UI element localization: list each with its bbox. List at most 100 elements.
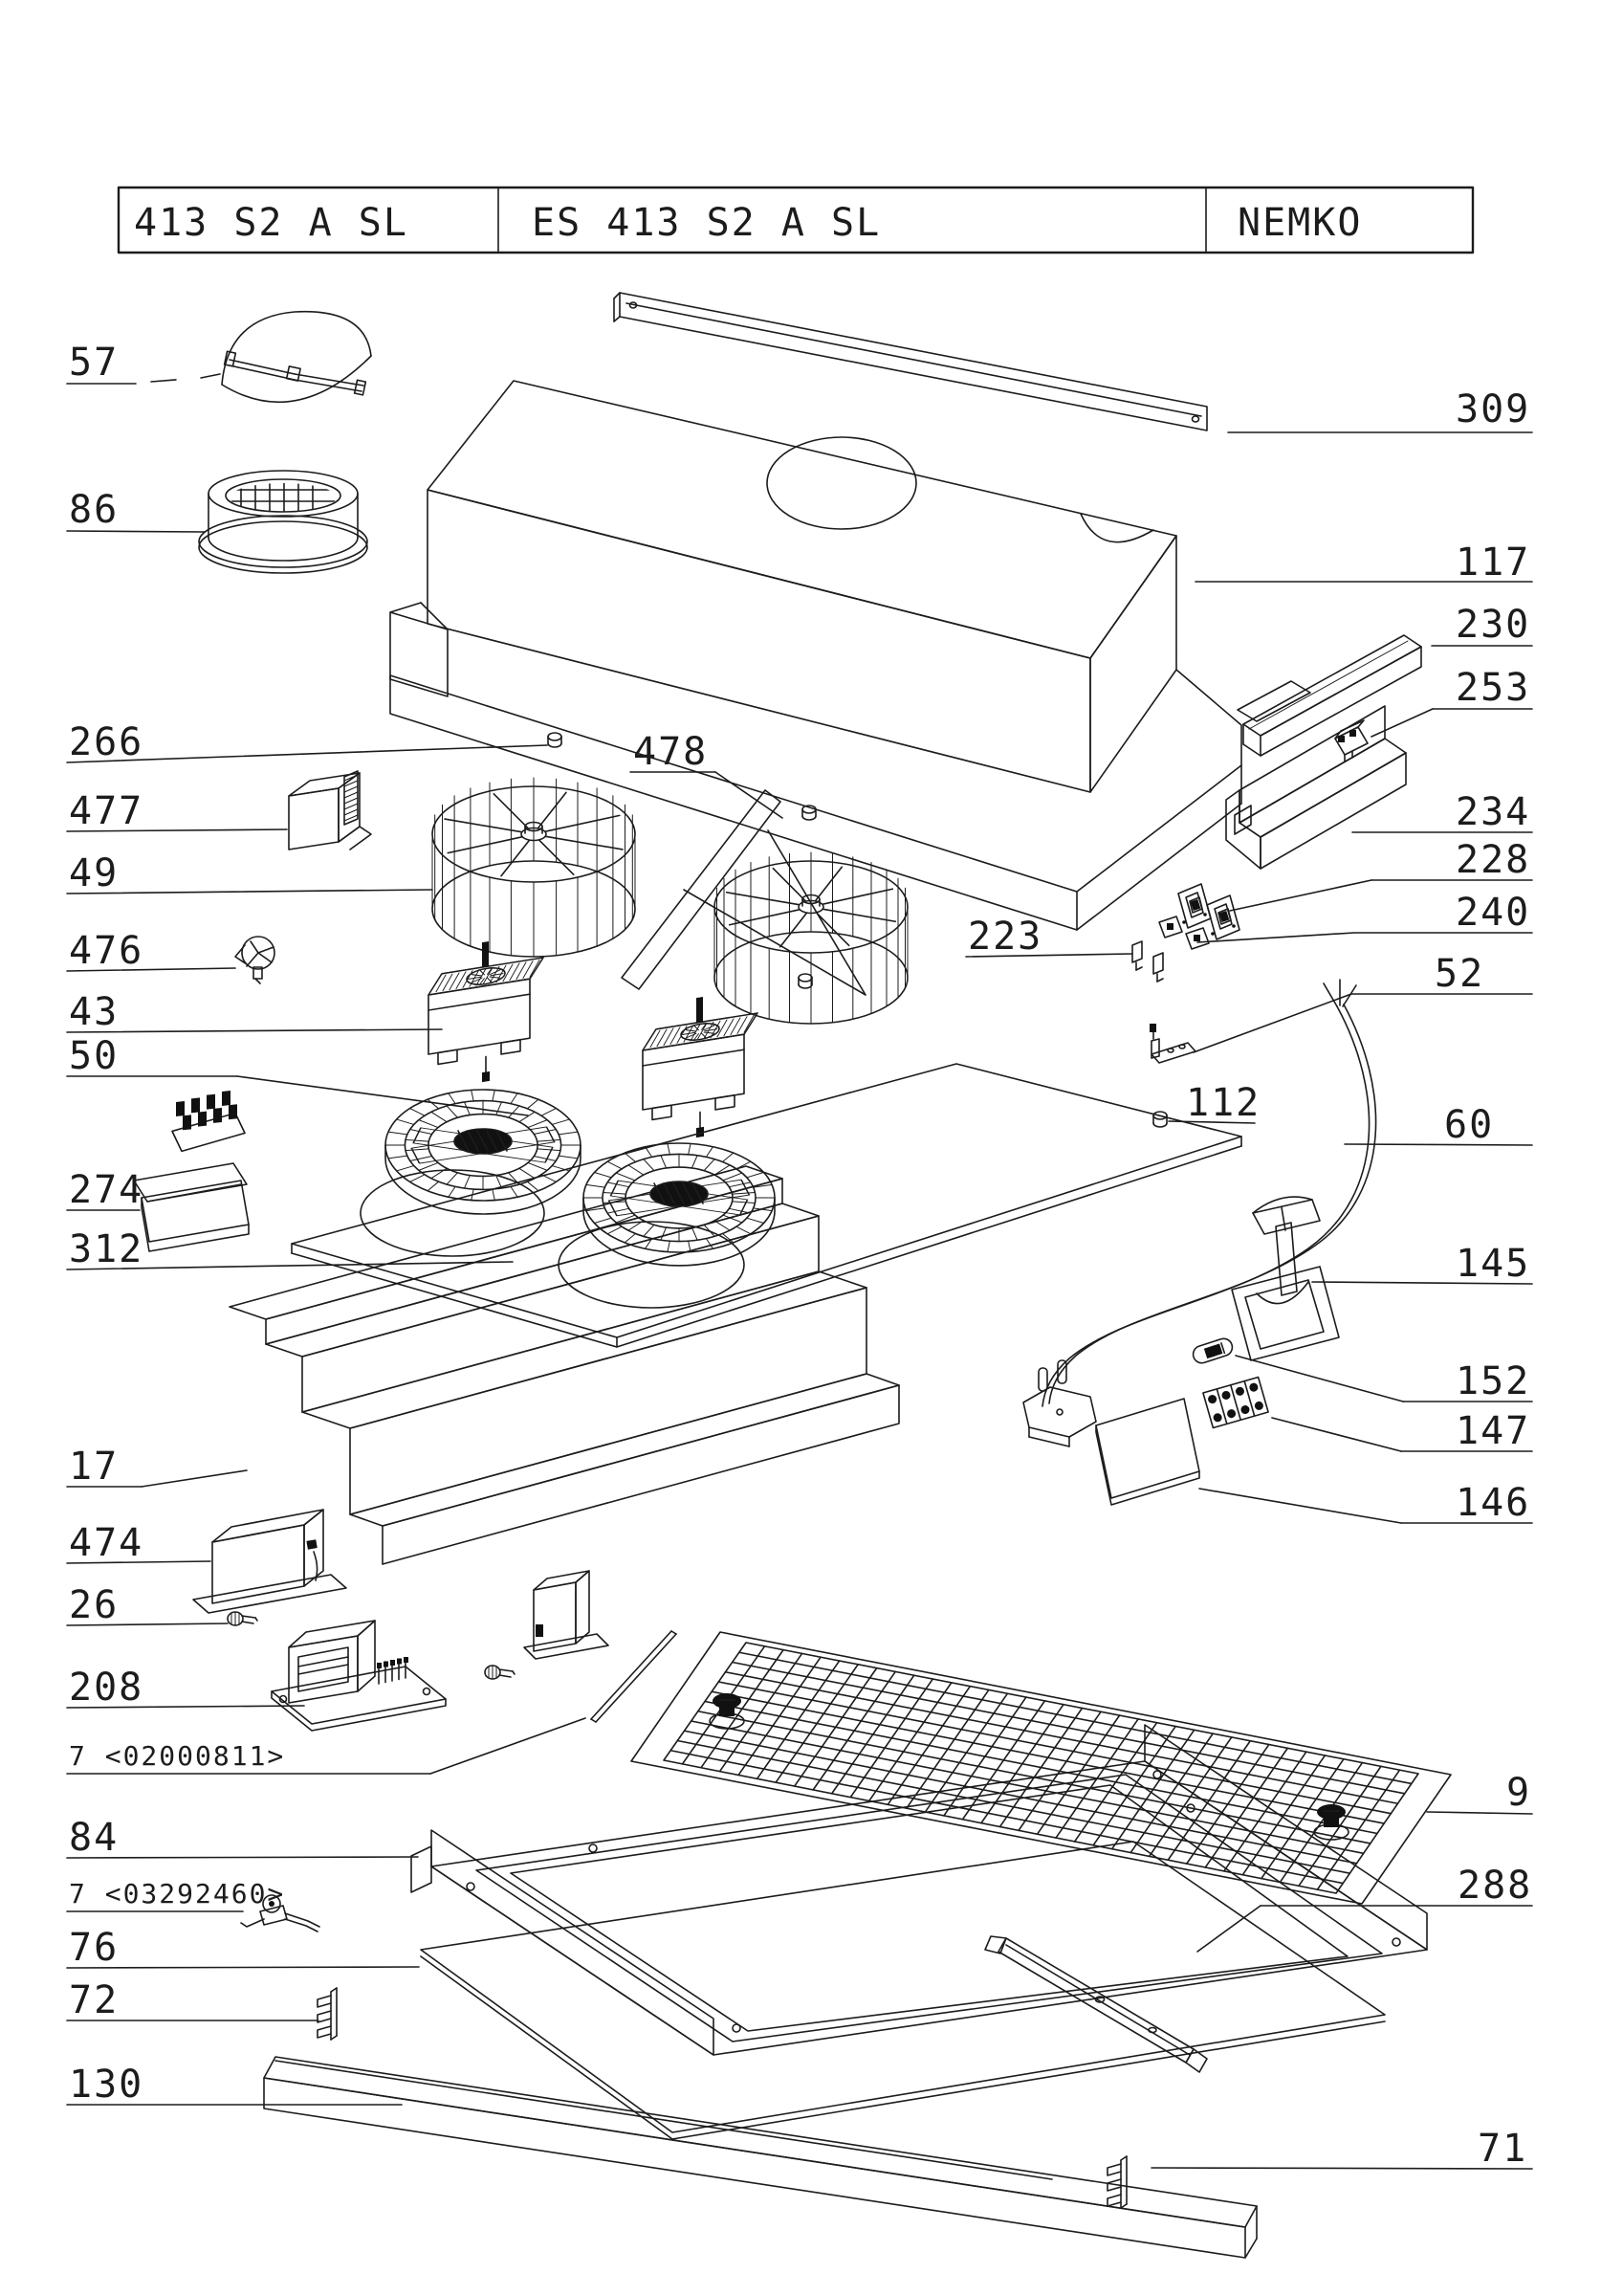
callout-label: 234 bbox=[1456, 790, 1530, 834]
leader-line bbox=[66, 967, 236, 972]
callout-477: 477 bbox=[66, 789, 288, 833]
callout-146: 146 bbox=[1198, 1481, 1533, 1525]
callout-223: 223 bbox=[965, 915, 1133, 959]
part-lamp-housings bbox=[192, 1509, 609, 1660]
part-terminal-block bbox=[1202, 1376, 1269, 1429]
leader-line bbox=[66, 1966, 420, 1969]
leader-line bbox=[1196, 932, 1355, 943]
part-blower-wheels bbox=[431, 777, 909, 1025]
leader-line bbox=[1198, 1488, 1402, 1524]
leader-line bbox=[141, 1469, 248, 1488]
callout-478: 478 bbox=[629, 730, 783, 819]
callout-label: 274 bbox=[69, 1168, 143, 1212]
callout-label: 17 bbox=[69, 1445, 119, 1489]
callout-label: 52 bbox=[1435, 952, 1484, 996]
callout-label: 49 bbox=[69, 851, 119, 895]
callout-476: 476 bbox=[66, 929, 236, 973]
callout-label: 477 bbox=[69, 789, 143, 833]
callout-label: 223 bbox=[968, 915, 1042, 959]
part-cable-clip-pair bbox=[1131, 940, 1164, 982]
callout-60: 60 bbox=[1344, 1103, 1533, 1147]
callout-label: 7 <02000811> bbox=[69, 1740, 285, 1772]
callout-112: 112 bbox=[1168, 1081, 1259, 1125]
leader-line bbox=[1371, 708, 1434, 738]
part-latch bbox=[240, 1894, 320, 1932]
callout-145: 145 bbox=[1311, 1242, 1533, 1286]
callout-label: 86 bbox=[69, 488, 119, 532]
part-support-channel bbox=[1237, 634, 1422, 757]
callout-152: 152 bbox=[1235, 1355, 1533, 1403]
part-front-strip bbox=[263, 2056, 1258, 2259]
callout-50: 50 bbox=[66, 1034, 529, 1116]
leader-line bbox=[66, 828, 288, 832]
callout-label: 476 bbox=[69, 929, 143, 973]
callout-label: 84 bbox=[69, 1816, 119, 1860]
callout-label: 71 bbox=[1478, 2127, 1527, 2171]
callout-253: 253 bbox=[1371, 666, 1533, 738]
callout-label: 146 bbox=[1456, 1481, 1530, 1525]
callout-240: 240 bbox=[1196, 891, 1533, 943]
part-micro-switch bbox=[1334, 719, 1369, 762]
callout-label: 474 bbox=[69, 1521, 143, 1565]
leader-line bbox=[66, 1856, 419, 1859]
leader-line bbox=[66, 1261, 514, 1270]
part-fan-fastener bbox=[234, 936, 275, 984]
leader-line bbox=[66, 744, 548, 763]
part-end-cap bbox=[1152, 1111, 1168, 1128]
leader-line bbox=[66, 1705, 305, 1709]
callout-label: 208 bbox=[69, 1666, 143, 1710]
callout-288: 288 bbox=[1196, 1864, 1533, 1953]
part-mounting-strip bbox=[613, 292, 1208, 431]
callout-label: 130 bbox=[69, 2063, 143, 2107]
part-bottom-panel bbox=[291, 1063, 1242, 1348]
callout-label: 240 bbox=[1456, 891, 1530, 935]
title-block-border bbox=[117, 186, 1475, 254]
leader-line bbox=[1311, 1281, 1533, 1285]
part-front-step-panel bbox=[229, 1165, 900, 1565]
leader-line bbox=[66, 530, 206, 533]
part-shaft-nuts bbox=[547, 732, 817, 989]
part-cord-clamp bbox=[1231, 1196, 1340, 1361]
callout-label: 50 bbox=[69, 1034, 119, 1078]
callout-234: 234 bbox=[1351, 790, 1533, 834]
part-capacitor-bracket bbox=[288, 770, 372, 850]
callout-label: 147 bbox=[1456, 1409, 1530, 1453]
part-fuse-capsule bbox=[1192, 1337, 1234, 1364]
part-damper-valve bbox=[221, 310, 372, 404]
model-name-export: ES 413 S2 A SL bbox=[532, 201, 881, 245]
leader-line bbox=[66, 1028, 443, 1033]
approval-agency: NEMKO bbox=[1238, 201, 1362, 245]
leader-line bbox=[200, 373, 221, 379]
callout-84: 84 bbox=[66, 1816, 419, 1860]
callout-label: 117 bbox=[1456, 541, 1530, 585]
callout-label: 266 bbox=[69, 720, 143, 764]
callout-label: 152 bbox=[1456, 1359, 1530, 1403]
part-hinge-rod bbox=[590, 1630, 677, 1723]
leader-line bbox=[714, 771, 783, 819]
leader-line bbox=[1193, 993, 1352, 1053]
callout-label: 26 bbox=[69, 1583, 119, 1627]
part-outlet-collar bbox=[198, 470, 368, 574]
part-circuit-board bbox=[1095, 1398, 1200, 1506]
model-name: 413 S2 A SL bbox=[134, 201, 408, 245]
part-turbine-covers bbox=[384, 1089, 776, 1267]
leader-line bbox=[1344, 1143, 1533, 1146]
callout-7-03292460-: 7 <03292460> bbox=[66, 1878, 283, 1912]
leader-line bbox=[66, 1623, 229, 1626]
callout-208: 208 bbox=[66, 1666, 305, 1710]
callout-57: 57 bbox=[66, 341, 221, 385]
callout-76: 76 bbox=[66, 1926, 420, 1970]
leader-line bbox=[1235, 1355, 1404, 1402]
callout-312: 312 bbox=[66, 1227, 514, 1271]
leader-line bbox=[1271, 1417, 1402, 1452]
callout-label: 72 bbox=[69, 1978, 119, 2022]
callout-label: 288 bbox=[1458, 1864, 1532, 1908]
part-glass-panel bbox=[420, 1841, 1386, 2140]
part-hood-housing bbox=[389, 380, 1242, 931]
callout-274: 274 bbox=[66, 1168, 143, 1212]
callout-266: 266 bbox=[66, 720, 548, 764]
part-lamp-bulbs bbox=[227, 1611, 515, 1680]
callout-230: 230 bbox=[1431, 603, 1533, 647]
part-grease-filter bbox=[630, 1631, 1452, 1905]
